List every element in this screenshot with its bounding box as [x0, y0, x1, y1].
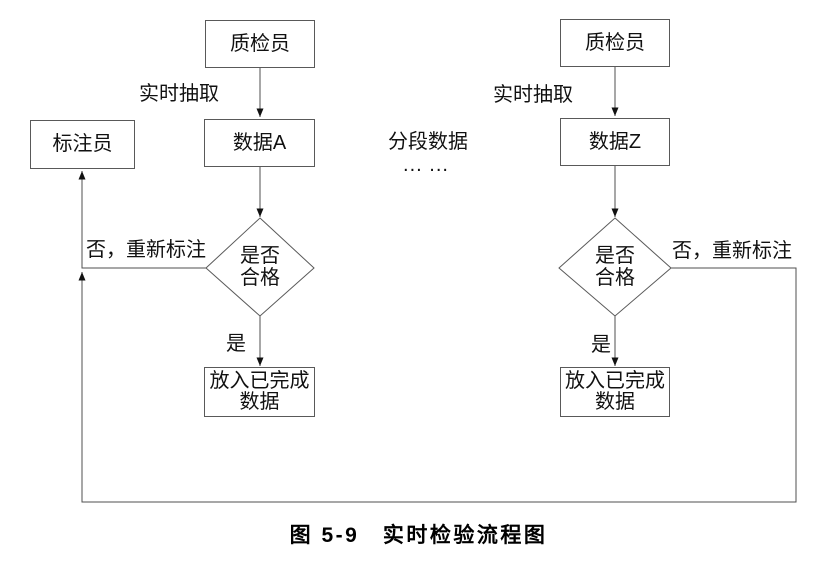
yes-label-z: 是 — [591, 334, 611, 356]
no-label-z: 否，重新标注 — [672, 240, 792, 262]
segment-data-ellipsis: ... ... — [403, 154, 449, 176]
data-box-z: 数据Z — [560, 118, 670, 166]
no-branch-line-a — [78, 171, 206, 269]
yes-label-a: 是 — [226, 333, 246, 355]
segment-data-label: 分段数据 — [388, 131, 468, 153]
decision-diamond-z — [558, 217, 672, 317]
no-label-a: 否，重新标注 — [86, 239, 206, 261]
extract-label-a: 实时抽取 — [139, 83, 219, 105]
decision-text-z: 是否 合格 — [595, 245, 635, 289]
decision-diamond-a — [205, 217, 315, 317]
figure-caption: 图 5-9 实时检验流程图 — [289, 524, 548, 547]
extract-label-z: 实时抽取 — [493, 84, 573, 106]
feedback-loop-line — [78, 267, 797, 503]
done-box-a: 放入已完成 数据 — [204, 367, 315, 417]
data-box-a: 数据A — [204, 119, 315, 167]
decision-text-a: 是否 合格 — [240, 245, 280, 289]
inspector-box-z: 质检员 — [560, 19, 670, 67]
annotator-box: 标注员 — [30, 120, 135, 169]
done-box-z: 放入已完成 数据 — [560, 367, 670, 417]
inspector-box-a: 质检员 — [205, 20, 315, 68]
